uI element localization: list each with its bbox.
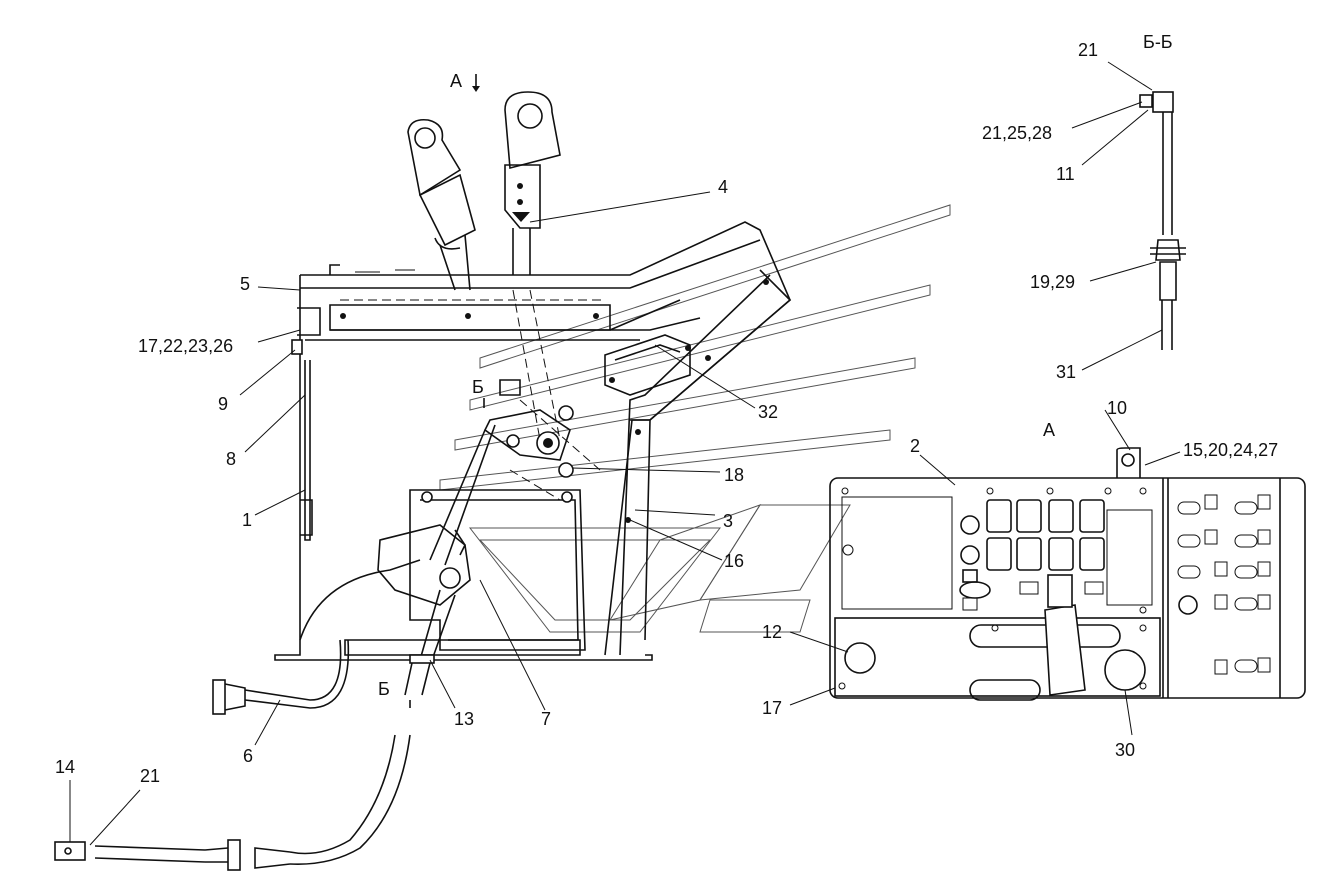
label-2: 2 [910,436,920,456]
cable-assembly [54,524,471,871]
label-17-22-23-26: 17,22,23,26 [138,336,233,356]
label-4: 4 [718,177,728,197]
panel-screws [838,487,1147,690]
label-16: 16 [724,551,744,571]
label-6: 6 [243,746,253,766]
label-3: 3 [723,511,733,531]
label-section-bb: Б-Б [1143,32,1173,52]
label-19-29: 19,29 [1030,272,1075,292]
part-labels: А 4 5 17,22,23,26 9 Б 32 8 18 1 3 16 Б 1… [55,32,1278,786]
label-5: 5 [240,274,250,294]
label-21-top: 21 [1078,40,1098,60]
section-bb-view [1139,91,1186,350]
label-21-25-28: 21,25,28 [982,123,1052,143]
control-panel-view-a [829,447,1306,701]
label-10: 10 [1107,398,1127,418]
label-section-b-bottom: Б [378,679,390,699]
label-view-a-panel: А [1043,420,1055,440]
label-18: 18 [724,465,744,485]
label-9: 9 [218,394,228,414]
label-view-a: А [450,71,462,91]
label-8: 8 [226,449,236,469]
label-15-20-24-27: 15,20,24,27 [1183,440,1278,460]
housing-body [274,221,792,661]
label-13: 13 [454,709,474,729]
indicator-column [1177,494,1271,675]
label-21-bottom: 21 [140,766,160,786]
label-14: 14 [55,757,75,777]
label-12: 12 [762,622,782,642]
pivot-mechanism [429,379,601,566]
gear-lever [504,91,561,441]
label-30: 30 [1115,740,1135,760]
bolt-markers [340,279,769,523]
leader-lines [69,61,1181,846]
label-11: 11 [1056,164,1075,184]
label-31: 31 [1056,362,1076,382]
gear-lever-alternate-position [407,118,476,291]
label-7: 7 [541,709,551,729]
label-1: 1 [242,510,252,530]
label-section-b-top: Б [472,377,484,397]
label-32: 32 [758,402,778,422]
label-17: 17 [762,698,782,718]
switch-grid [959,499,1153,611]
watermark-shapes [439,204,951,633]
section-markers [409,74,485,708]
